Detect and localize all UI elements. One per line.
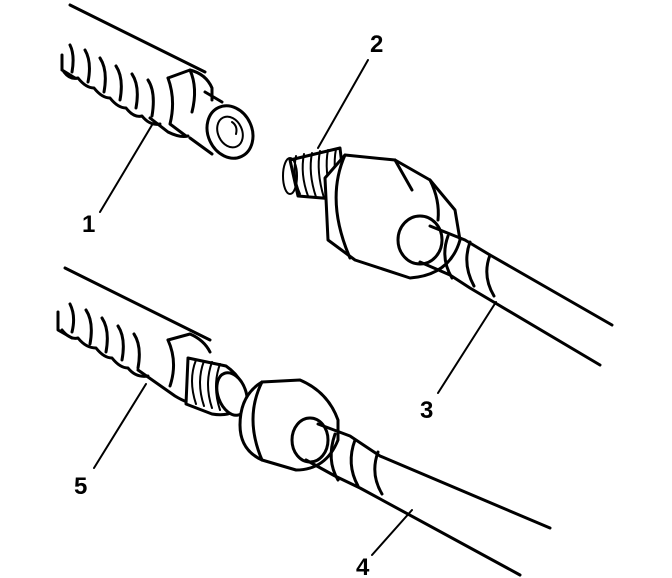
upper-jam-nut (323, 153, 462, 280)
part-5-adjuster-sleeve-lower (56, 266, 249, 417)
leader-5 (93, 383, 147, 469)
leader-4 (371, 509, 413, 556)
callout-2: 2 (370, 31, 383, 58)
leader-1 (99, 124, 153, 213)
part-3-inner-tie-rod-upper (418, 224, 614, 367)
callout-1: 1 (82, 211, 95, 238)
leader-3 (437, 301, 497, 394)
callout-3: 3 (420, 397, 433, 424)
part-4-inner-tie-rod-lower (304, 422, 552, 577)
part-2-inner-tie-rod-threads (282, 146, 348, 202)
callout-4: 4 (356, 554, 370, 578)
lower-jam-nut (238, 378, 340, 472)
callout-5: 5 (74, 473, 87, 500)
part-1-adjuster-sleeve-upper (60, 3, 255, 160)
leader-2 (317, 59, 369, 149)
